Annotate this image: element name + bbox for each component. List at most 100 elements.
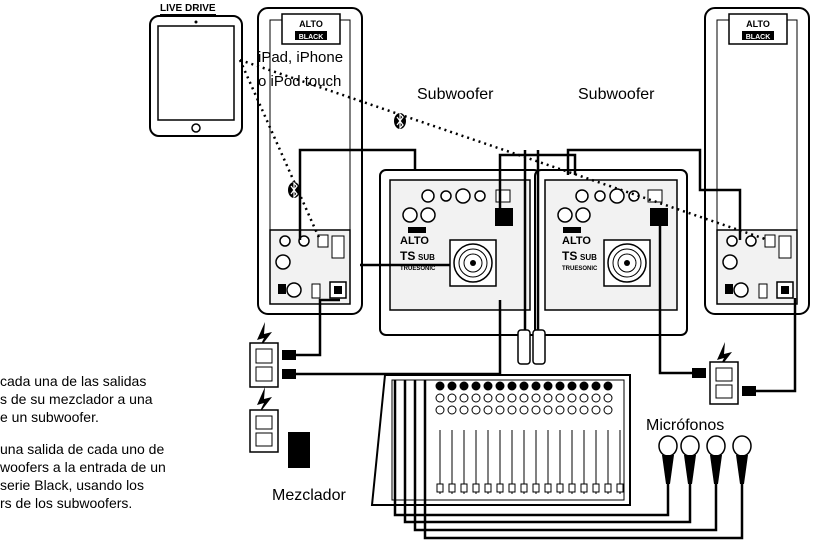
mixer-knob [531, 405, 541, 415]
mixer-label: Mezclador [272, 487, 346, 504]
mixer-knob [495, 393, 505, 403]
mixer-knob [543, 381, 553, 391]
left-sub-model: TS [400, 249, 415, 263]
instruction-line-1: cada una de las salidas [0, 373, 147, 389]
mixer-knob [543, 393, 553, 403]
mixer-knob [483, 381, 493, 391]
mixer-fader-cap [532, 483, 540, 493]
bluetooth-icon-right [394, 112, 406, 130]
mixer-fader-cap [580, 483, 588, 493]
device-label-line-1: iPad, iPhone [258, 49, 344, 66]
mixer-fader-cap [448, 483, 456, 493]
mixer-knob [495, 405, 505, 415]
mixer-fader-cap [508, 483, 516, 493]
device-label-line-2: o iPod touch [258, 73, 342, 90]
subwoofer-left-label: Subwoofer [417, 86, 494, 103]
left-sub-line: TRUESONIC [400, 266, 436, 272]
mixer-knob [579, 381, 589, 391]
mixer-knob [519, 405, 529, 415]
mixer-knob [471, 381, 481, 391]
mixer-knob [591, 381, 601, 391]
mixer-fader-cap [460, 483, 468, 493]
mixer-knob [459, 393, 469, 403]
mixer-knob [435, 393, 445, 403]
microphones-group [658, 435, 752, 484]
mixer-knob [543, 405, 553, 415]
right-sub-model: TS [562, 249, 577, 263]
mixer-fader-cap [484, 483, 492, 493]
right-sub-line: TRUESONIC [562, 266, 598, 272]
microphone-icon [732, 435, 752, 484]
mixer-knob [435, 381, 445, 391]
mixer-knob [603, 393, 613, 403]
mixer-knob-grid [435, 381, 613, 415]
mixer-knob [435, 405, 445, 415]
mixer-knob [603, 381, 613, 391]
bluetooth-icon-left [288, 181, 300, 199]
mixer-knob [591, 393, 601, 403]
microphone-icon [706, 435, 726, 484]
mixer-knob [459, 405, 469, 415]
microphone-icon [658, 435, 678, 484]
mixer-knob [567, 381, 577, 391]
outlet-upper-left [249, 322, 296, 388]
mixer-knob [471, 393, 481, 403]
mixer-fader-cap [544, 483, 552, 493]
right-subwoofer: ALTO TS SUB TRUESONIC [534, 169, 688, 336]
left-subwoofer: ALTO TS SUB TRUESONIC [379, 169, 541, 336]
mixer-knob [567, 393, 577, 403]
microphones-label: Micrófonos [646, 417, 725, 434]
outlet-lower-left [249, 387, 310, 468]
mixer-fader-row [436, 430, 624, 494]
mixer-knob [507, 405, 517, 415]
mixer-fader-cap [568, 483, 576, 493]
mixer-knob [603, 405, 613, 415]
mixer-knob [459, 381, 469, 391]
mixer-knob [507, 393, 517, 403]
left-sub-logo: ALTO [400, 235, 429, 247]
mixer-xlr-plugs [517, 329, 546, 365]
mixer-device [370, 374, 631, 506]
mixer-fader-cap [592, 483, 600, 493]
mixer-fader-cap [604, 483, 612, 493]
left-speaker-logo: ALTO [299, 19, 323, 29]
mixer-knob [447, 393, 457, 403]
mixer-fader-cap [436, 483, 444, 493]
mixer-knob [447, 381, 457, 391]
left-sub-model-suffix: SUB [418, 253, 435, 262]
mixer-fader-cap [616, 483, 624, 493]
instruction-line-5: woofers a la entrada de un [0, 459, 166, 475]
microphone-icon [680, 435, 700, 484]
mixer-knob [507, 381, 517, 391]
mixer-knob [579, 393, 589, 403]
instruction-line-4: una salida de cada uno de [0, 441, 165, 457]
cables [296, 148, 797, 540]
live-drive-badge: LIVE DRIVE [160, 3, 216, 15]
instruction-line-6: serie Black, usando los [0, 477, 144, 493]
mixer-knob [447, 405, 457, 415]
left-speaker-series: BLACK [299, 34, 324, 41]
mixer-knob [531, 381, 541, 391]
mixer-fader-cap [556, 483, 564, 493]
right-sub-model-suffix: SUB [580, 253, 597, 262]
subwoofer-right-label: Subwoofer [578, 86, 655, 103]
mixer-knob [555, 393, 565, 403]
mixer-knob [531, 393, 541, 403]
right-speaker: ALTO BLACK [704, 7, 810, 315]
mixer-knob [555, 381, 565, 391]
mixer-knob [591, 405, 601, 415]
mixer-knob [555, 405, 565, 415]
right-speaker-series: BLACK [746, 34, 771, 41]
instruction-line-3: e un subwoofer. [0, 409, 99, 425]
instruction-line-2: s de su mezclador a una [0, 391, 153, 407]
mixer-knob [483, 393, 493, 403]
mixer-knob [567, 405, 577, 415]
right-speaker-logo: ALTO [746, 19, 770, 29]
left-speaker: ALTO BLACK [257, 7, 363, 315]
mixer-knob [519, 381, 529, 391]
mixer-knob [519, 393, 529, 403]
mixer-fader-cap [472, 483, 480, 493]
mixer-fader-cap [496, 483, 504, 493]
right-sub-logo: ALTO [562, 235, 591, 247]
mixer-knob [483, 405, 493, 415]
